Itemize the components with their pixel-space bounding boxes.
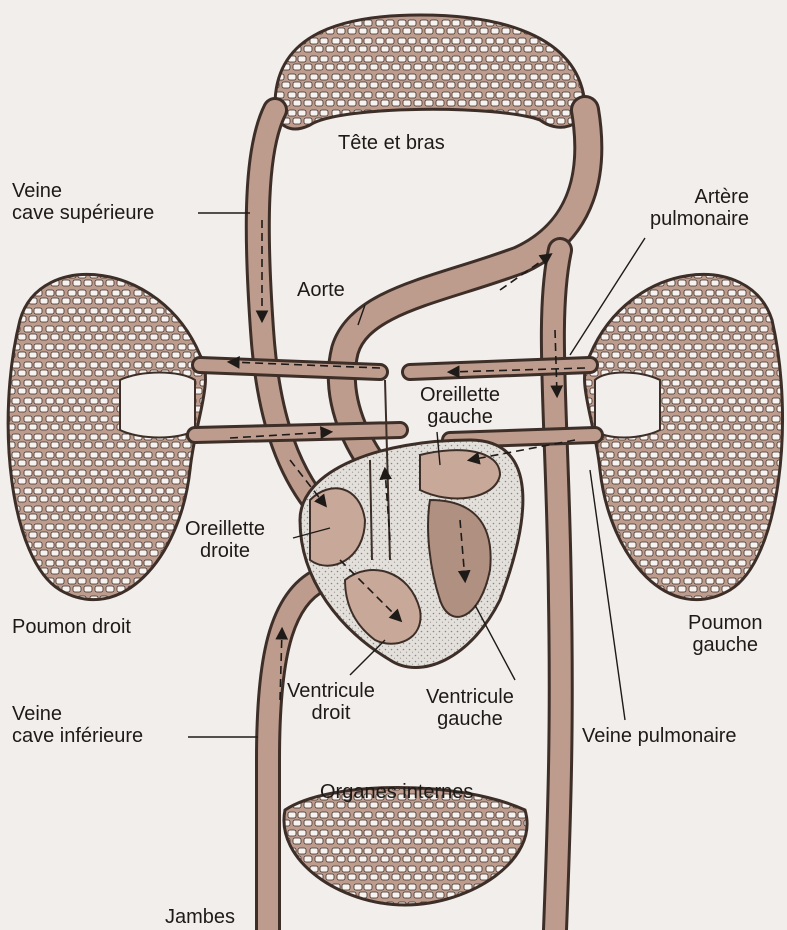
label-legs: Jambes bbox=[165, 906, 235, 928]
label-inferior-vena-cava: Veine cave inférieure bbox=[12, 703, 143, 747]
label-left-lung: Poumon gauche bbox=[688, 612, 763, 656]
label-right-lung: Poumon droit bbox=[12, 616, 131, 638]
label-superior-vena-cava: Veine cave supérieure bbox=[12, 180, 154, 224]
label-left-ventricle: Ventricule gauche bbox=[426, 686, 514, 730]
right-lung-capillary-bed bbox=[8, 274, 205, 599]
label-aorta: Aorte bbox=[297, 279, 345, 301]
left-atrium-chamber bbox=[420, 450, 500, 498]
left-lung-capillary-bed bbox=[585, 274, 783, 599]
internal-organs-capillary-bed bbox=[284, 788, 527, 906]
label-internal-organs: Organes internes bbox=[320, 781, 473, 803]
label-right-ventricle: Ventricule droit bbox=[287, 680, 375, 724]
head-arms-capillary-bed bbox=[275, 15, 585, 129]
label-pulmonary-artery: Artère pulmonaire bbox=[650, 186, 749, 230]
label-right-atrium: Oreillette droite bbox=[185, 518, 265, 562]
label-head-arms: Tête et bras bbox=[338, 132, 445, 154]
label-left-atrium: Oreillette gauche bbox=[420, 384, 500, 428]
label-pulmonary-vein: Veine pulmonaire bbox=[582, 725, 737, 747]
